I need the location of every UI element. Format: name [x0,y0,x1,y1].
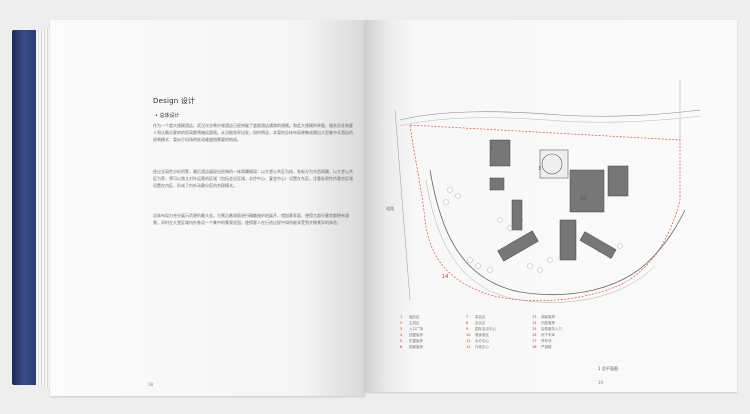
plan-label-2: 2 [490,146,493,151]
right-page-number: 19 [598,380,604,385]
design-title: Design 设计 [153,97,196,105]
right-page [365,20,737,392]
paragraph-3: 总体布局为充分展示资源的最大化，与景沿着湖面进行精魅曲折地展开，错加客家面，使得… [153,213,349,226]
plan-caption: 1 总平面图 [598,366,618,371]
plan-label-10: 10 [580,196,586,202]
plan-label-3: 3 [538,166,541,172]
site-plan-drawing: 3 10 14 2 道路 [386,80,701,303]
section-heading: • 总体设计 [155,113,180,119]
paragraph-1: 作为一个超大规模酒店，武汉光谷希尔顿酒店已经突破了度假酒店通常的规模。和此大规模… [153,123,353,143]
left-page-number: 18 [148,382,154,387]
plan-label-14: 14 [442,274,448,280]
plan-road-label: 道路 [386,205,394,211]
left-page [50,20,365,396]
paragraph-2: 经过全局性分析积累，最后酒店展现出经典的一体两翼格局：以大堂公共区为体，各板分为… [153,169,353,189]
